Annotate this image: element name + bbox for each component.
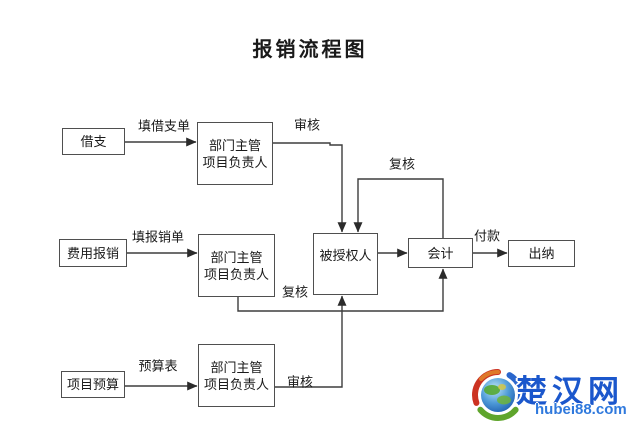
node-manager-top-label-line2: 项目负责人 xyxy=(202,154,268,170)
edge-label-review-top: 审核 xyxy=(293,117,321,133)
node-project-budget: 项目预算 xyxy=(61,371,125,398)
edge-label-fill-borrow-form: 填借支单 xyxy=(137,118,191,134)
node-manager-top: 部门主管 项目负责人 xyxy=(197,122,273,185)
node-expense: 费用报销 xyxy=(59,239,127,267)
node-authorized-person: 被授权人 xyxy=(313,233,378,295)
node-cashier: 出纳 xyxy=(508,240,575,267)
edge-accountant-recheck-loop xyxy=(353,178,444,238)
edge-label-fill-reimbursement-form: 填报销单 xyxy=(131,229,185,245)
node-cashier-label: 出纳 xyxy=(528,246,555,261)
edge-label-recheck-loop: 复核 xyxy=(388,156,416,172)
edge-label-payment: 付款 xyxy=(473,228,501,244)
node-project-budget-label: 项目预算 xyxy=(66,377,119,392)
node-manager-bottom-label-line1: 部门主管 xyxy=(210,359,263,375)
edge-label-recheck-mid: 复核 xyxy=(281,284,309,300)
node-authorized-person-label: 被授权人 xyxy=(319,248,372,263)
node-borrow-label: 借支 xyxy=(80,134,107,149)
edge-manager-bottom-to-authorized xyxy=(275,295,347,388)
edge-label-review-bottom: 审核 xyxy=(286,374,314,390)
node-manager-bottom-label-line2: 项目负责人 xyxy=(203,376,269,392)
edge-manager-mid-to-accountant xyxy=(237,268,448,312)
node-manager-top-label-line1: 部门主管 xyxy=(208,137,261,153)
node-expense-label: 费用报销 xyxy=(66,245,119,261)
edge-label-budget-table: 预算表 xyxy=(138,358,178,374)
node-manager-bottom: 部门主管 项目负责人 xyxy=(198,344,275,407)
watermark-site-url: hubei88.com xyxy=(535,401,627,418)
node-manager-mid: 部门主管 项目负责人 xyxy=(198,234,275,297)
node-borrow: 借支 xyxy=(62,128,125,155)
node-manager-mid-label-line2: 项目负责人 xyxy=(203,266,269,282)
globe-swirl-logo-icon xyxy=(472,369,524,421)
node-accountant-label: 会计 xyxy=(427,245,454,261)
node-manager-mid-label-line1: 部门主管 xyxy=(210,249,263,265)
node-accountant: 会计 xyxy=(408,238,473,268)
edge-manager-top-to-authorized xyxy=(273,142,347,233)
watermark-site-name: 楚汉网 xyxy=(516,374,624,409)
page-title: 报销流程图 xyxy=(252,37,368,61)
watermark: 楚汉网 hubei88.com xyxy=(469,365,640,424)
